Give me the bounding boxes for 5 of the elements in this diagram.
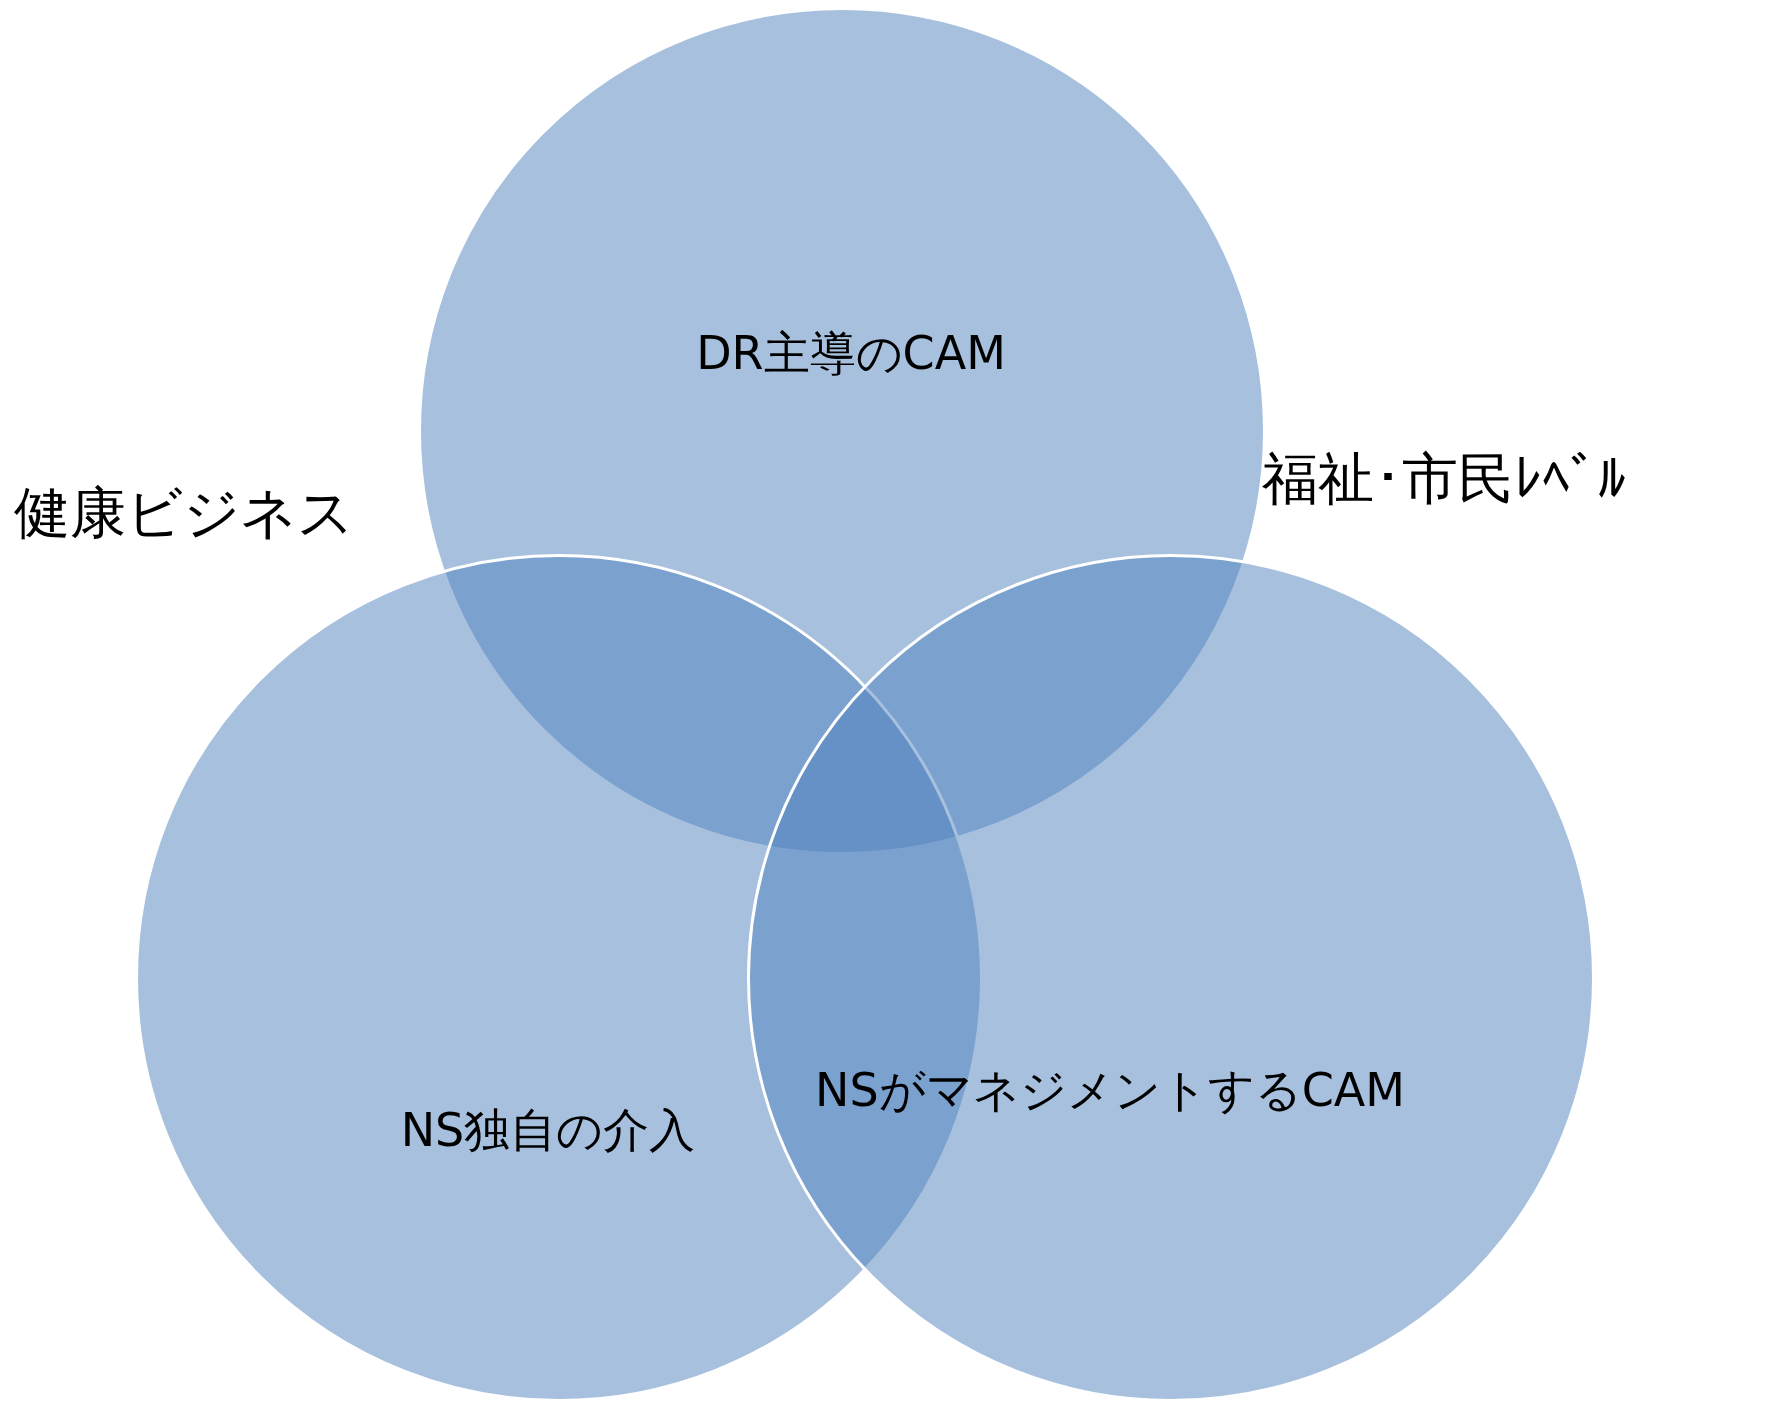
category-label: 健康ビジネス [14,479,354,547]
circle-label: NS独自の介入 [399,1102,697,1159]
circle-label: DR主導のCAM [695,325,1007,382]
category-label: 福祉･市民ﾚﾍﾞﾙ [1262,445,1626,513]
circle-label: NSがマネジメントするCAM [814,1062,1406,1119]
